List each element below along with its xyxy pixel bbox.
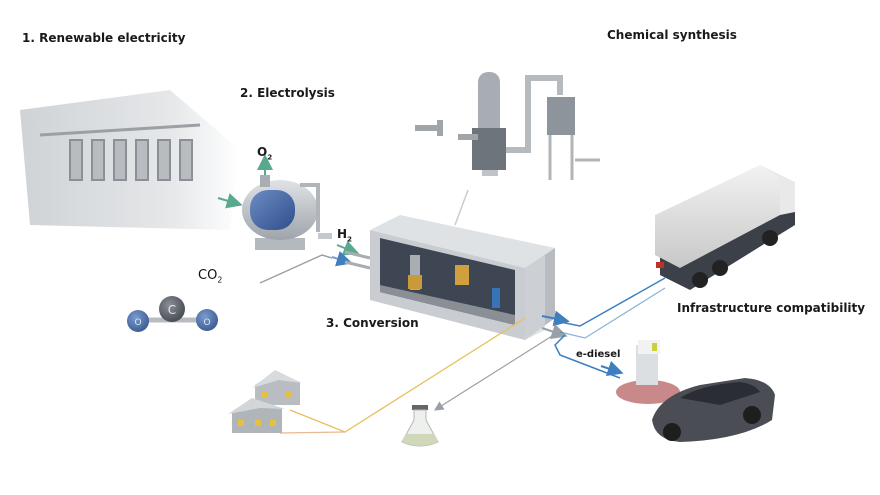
renewable-plant-illustration — [20, 90, 240, 230]
line-to-flask — [433, 335, 553, 411]
atom-oxygen-left — [127, 310, 149, 332]
line-to-houses-2 — [279, 431, 346, 434]
e-diesel-label: e-diesel — [576, 349, 621, 360]
electrolyzer-tank — [242, 175, 332, 250]
e-diesel-arrow — [600, 360, 624, 377]
co2-subscript: 2 — [217, 275, 223, 285]
electricity-arrow — [217, 193, 243, 209]
line-to-truck-2 — [559, 287, 666, 339]
co2-molecule: O C O — [127, 296, 218, 332]
step-2-label: 2. Electrolysis — [240, 86, 335, 100]
atom-label-o1: O — [134, 318, 141, 328]
step-3-number: 3. — [326, 316, 339, 330]
hydrogen-label: H2 — [337, 227, 352, 243]
synthesis-unit-illustration — [415, 72, 600, 180]
line-to-truck — [559, 277, 666, 327]
chemical-synthesis-label: Chemical synthesis — [607, 28, 737, 42]
step-3-label: 3. Conversion — [326, 316, 419, 330]
houses-illustration — [228, 370, 302, 433]
conversion-container — [370, 215, 555, 340]
co2-pipe — [344, 260, 371, 270]
co2-feed-line — [259, 254, 333, 284]
container-arrow-gray — [541, 323, 568, 340]
step-2-text: Electrolysis — [257, 86, 335, 100]
fuel-station — [616, 340, 680, 404]
h2-pipe — [344, 250, 371, 260]
co2-arrow — [331, 251, 353, 267]
step-1-text: Renewable electricity — [39, 31, 186, 45]
step-2-number: 2. — [240, 86, 253, 100]
synthesis-pointer-line — [454, 189, 469, 226]
tanker-truck — [655, 165, 795, 290]
container-arrow-blue — [541, 310, 570, 327]
hydrogen-symbol: H — [337, 227, 348, 241]
oxygen-label: O2 — [257, 145, 272, 161]
car-illustration — [652, 378, 775, 442]
infrastructure-label: Infrastructure compatibility — [677, 301, 866, 315]
oxygen-symbol: O — [257, 145, 268, 159]
oxygen-subscript: 2 — [267, 152, 273, 162]
atom-label-o2: O — [203, 318, 210, 328]
atom-oxygen-right — [196, 309, 218, 331]
atom-label-c: C — [168, 303, 176, 317]
co2-symbol: CO — [198, 268, 218, 283]
step-1-label: 1. Renewable electricity — [22, 31, 185, 45]
hydrogen-subscript: 2 — [347, 234, 353, 244]
flask-illustration — [401, 405, 439, 447]
atom-carbon — [159, 296, 185, 322]
co2-label: CO2 — [198, 268, 222, 285]
line-to-station — [554, 334, 621, 379]
hydrogen-arrow — [336, 240, 360, 256]
step-1-number: 1. — [22, 31, 35, 45]
step-3-text: Conversion — [343, 316, 419, 330]
